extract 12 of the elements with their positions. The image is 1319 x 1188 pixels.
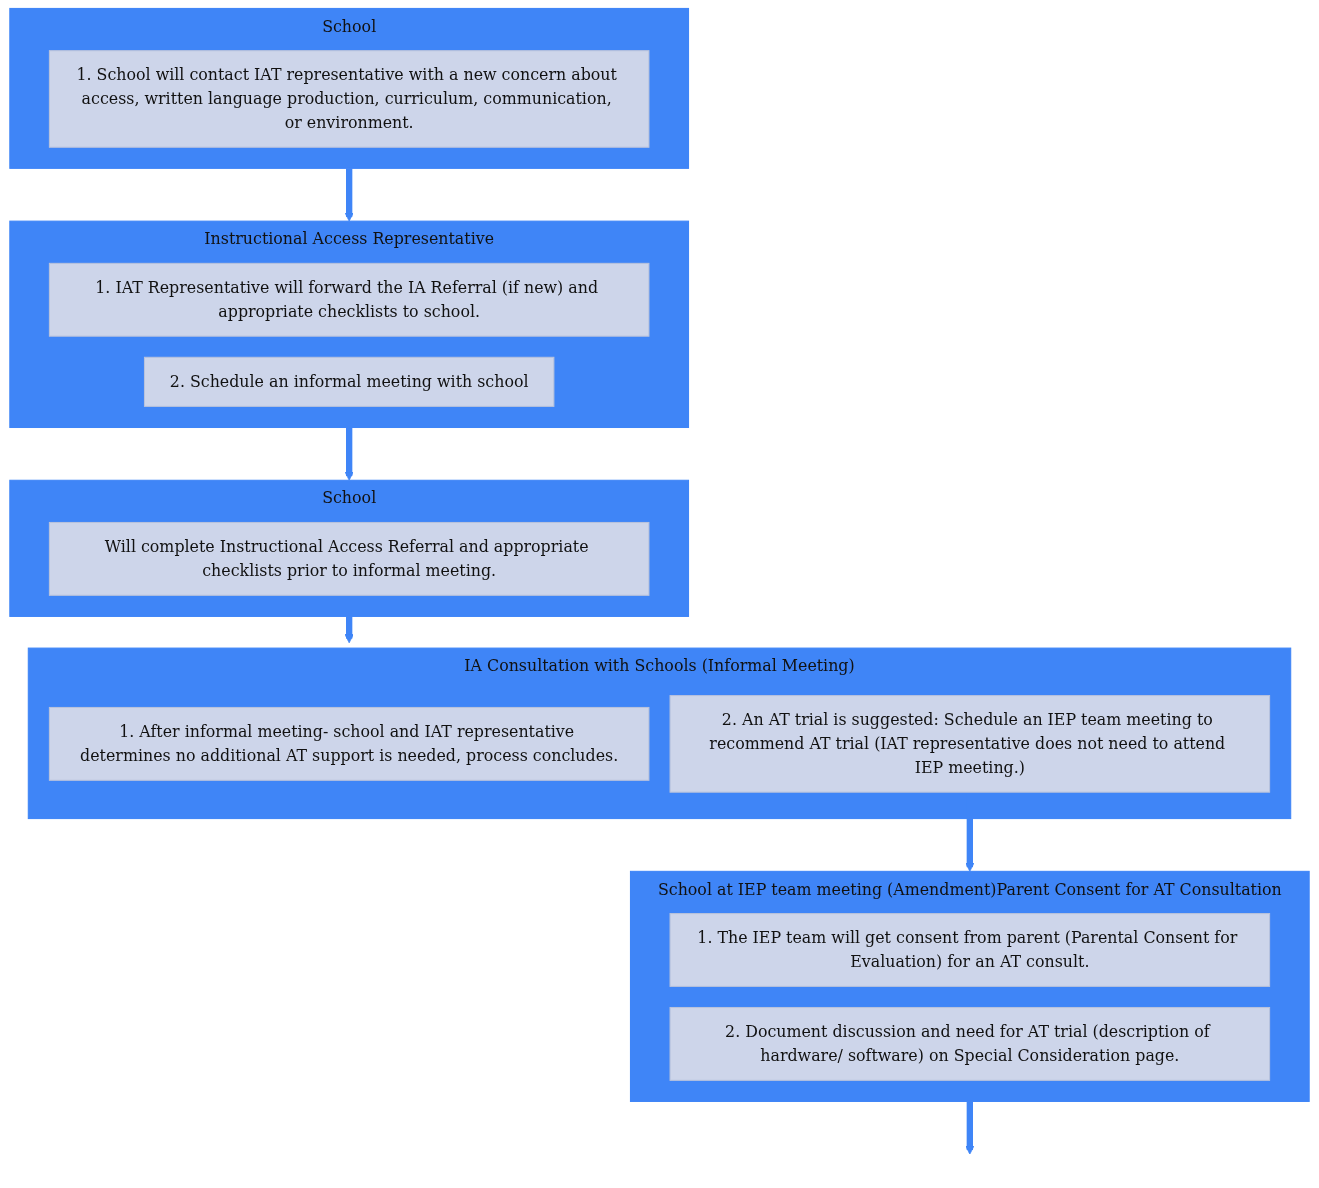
node-box: 2. Document discussion and need for AT trial (description of hardware/ software) on Special Consideration page. — [669, 1006, 1271, 1081]
arrow — [965, 1101, 975, 1155]
node-box: 1. After informal meeting- school and IAT representative determines no additional AT support is needed, process concludes. — [48, 706, 650, 781]
arrow — [344, 427, 354, 481]
node-box: 2. Schedule an informal meeting with school — [143, 356, 555, 407]
arrow — [344, 616, 354, 644]
node-box: Will complete Instructional Access Referral and appropriate checklists prior to informal meeting. — [48, 521, 650, 596]
node-box: 2. An AT trial is suggested: Schedule an IEP team meeting to recommend AT trial (IAT representative does not need to attend IEP meeting.) — [669, 695, 1271, 793]
node-box: 1. The IEP team will get consent from parent (Parental Consent for Evaluation) for an AT consult. — [669, 913, 1271, 987]
arrow — [344, 168, 354, 222]
node-box: 1. IAT Representative will forward the IA Referral (if new) and appropriate checklists to school. — [48, 262, 650, 337]
node-box: 1. School will contact IAT representative with a new concern about access, written language production, curriculum, communication, or environment. — [48, 50, 650, 148]
